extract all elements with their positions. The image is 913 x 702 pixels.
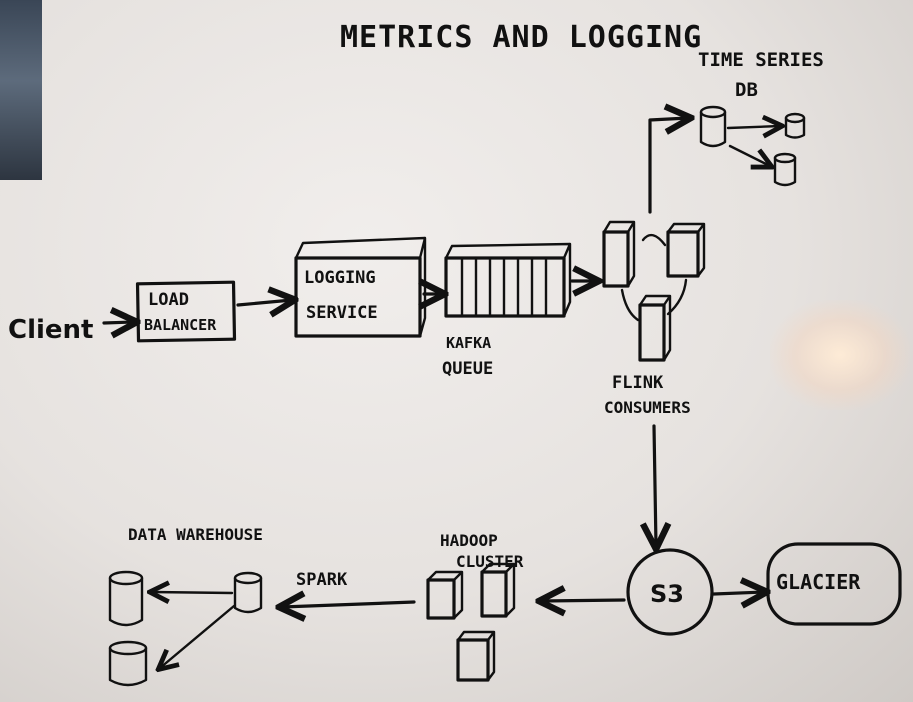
time-series-db-label-line2: DB [735, 79, 758, 101]
arrow-hadoop-to-warehouse [282, 602, 416, 607]
arrow-flink-to-s3 [654, 424, 656, 546]
hadoop-cluster-label-line1: HADOOP [440, 531, 498, 550]
s3-circle [626, 548, 714, 636]
arrow-s3-to-glacier [712, 592, 764, 594]
client-label: Client [8, 315, 93, 345]
arrow-tsdb-to-replica2 [728, 144, 770, 166]
arrow-flink-to-tsdb [648, 118, 688, 214]
flink-consumers-label-line2: CONSUMERS [604, 398, 691, 417]
arrow-tsdb-to-replica1 [726, 126, 780, 128]
light-glare [770, 300, 910, 410]
s3-label: S3 [650, 580, 684, 608]
data-warehouse-cylinders [108, 570, 263, 687]
glacier-box [766, 542, 902, 626]
flink-consumers-group [602, 220, 706, 362]
logging-service-box: LOGGING SERVICE [294, 236, 427, 338]
load-balancer-label-line1: LOAD [148, 290, 189, 310]
logging-service-label-line2: SERVICE [306, 303, 378, 323]
spark-label: SPARK [296, 570, 348, 590]
kafka-queue-label-line2: QUEUE [442, 359, 493, 379]
arrow-s3-to-hadoop [542, 600, 626, 601]
data-warehouse-label: DATA WAREHOUSE [128, 525, 263, 544]
load-balancer-box: LOAD BALANCER [135, 280, 237, 343]
logging-service-label-line1: LOGGING [304, 268, 376, 288]
window-background [0, 0, 42, 180]
time-series-db-label-line1: TIME SERIES [698, 49, 824, 71]
arrow-warehouse-to-replica1 [152, 592, 234, 593]
arrow-client-to-lb [102, 322, 134, 323]
diagram-title: METRICS AND LOGGING [340, 20, 702, 55]
kafka-queue-label-line1: KAFKA [446, 334, 491, 352]
flink-consumers-label-line1: FLINK [612, 373, 664, 393]
hadoop-cluster-nodes [426, 562, 516, 682]
load-balancer-label-line2: BALANCER [144, 316, 217, 334]
glacier-label: GLACIER [776, 570, 861, 594]
hadoop-cluster-label-line2: CLUSTER [456, 552, 524, 571]
arrow-lb-to-logging [236, 300, 292, 305]
arrow-warehouse-to-replica2 [160, 604, 236, 668]
time-series-db-cylinders [699, 105, 806, 187]
kafka-queue-box [444, 242, 572, 318]
